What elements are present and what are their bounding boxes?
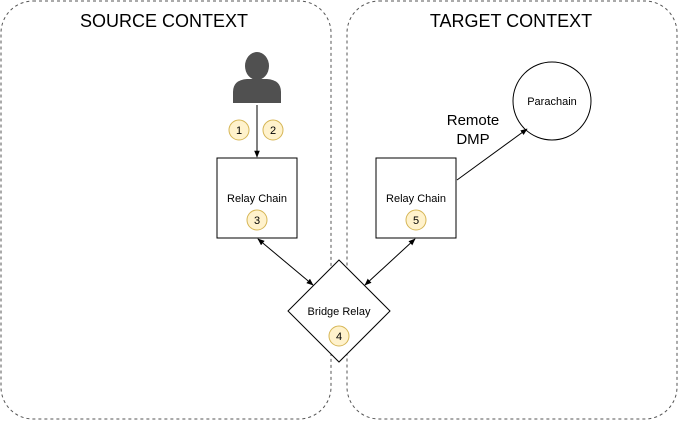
source-context-title: SOURCE CONTEXT: [80, 11, 248, 31]
step-badge-3-label: 3: [254, 215, 260, 227]
source-context-container: [0, 0, 332, 420]
bridge-relay-label: Bridge Relay: [308, 306, 371, 318]
source-relay-bridge-arrow: [257, 238, 314, 286]
source-relay-chain-label: Relay Chain: [227, 193, 287, 205]
bridge-relay-diamond[interactable]: [287, 259, 391, 363]
step-badge-2-label: 2: [270, 125, 276, 137]
step-badge-5-label: 5: [413, 215, 419, 227]
step-badge-4-label: 4: [336, 331, 342, 343]
step-badge-1: 1: [228, 119, 250, 141]
remote-dmp-label-line2: DMP: [456, 131, 489, 148]
target-relay-chain-label: Relay Chain: [386, 193, 446, 205]
target-relay-bridge-arrow: [364, 238, 416, 286]
target-context-title: TARGET CONTEXT: [430, 11, 592, 31]
step-badge-4: 4: [328, 325, 350, 347]
step-badge-1-label: 1: [236, 125, 242, 137]
remote-dmp-arrow: [456, 128, 528, 181]
parachain-node[interactable]: [512, 61, 592, 141]
parachain-label: Parachain: [527, 96, 577, 108]
user-icon: [233, 52, 281, 103]
step-badge-2: 2: [262, 119, 284, 141]
target-context-container: [346, 0, 678, 420]
step-badge-3: 3: [246, 209, 268, 231]
step-badge-5: 5: [405, 209, 427, 231]
remote-dmp-label-line1: Remote: [447, 112, 500, 129]
